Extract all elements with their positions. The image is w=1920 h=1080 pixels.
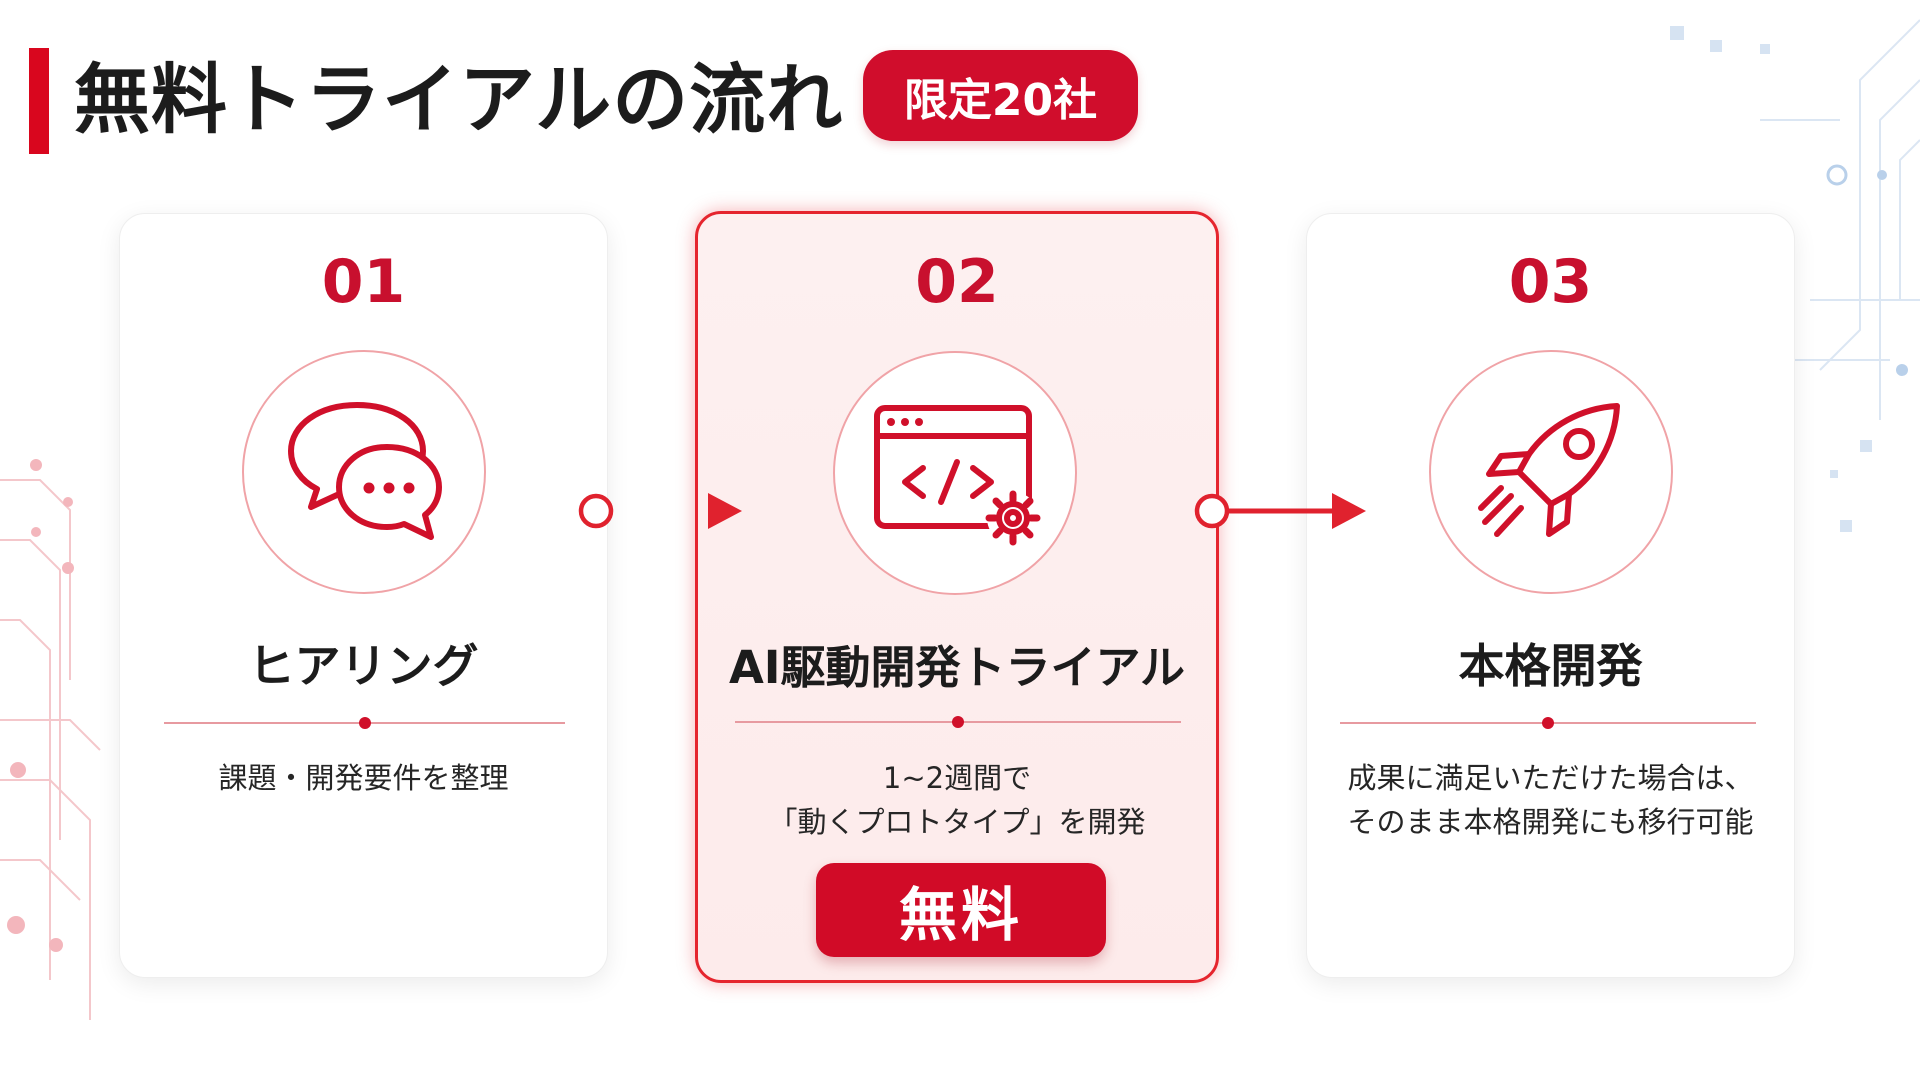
step-description: 課題・開発要件を整理: [120, 756, 607, 800]
step-description-line: 成果に満足いただけた場合は、: [1347, 761, 1754, 795]
title-accent-bar: [29, 48, 49, 154]
page-title: 無料トライアルの流れ: [74, 55, 844, 144]
chat-bubbles-icon: [287, 402, 442, 540]
divider: [1340, 717, 1756, 729]
icon-circle: [241, 350, 486, 594]
circuit-lines-left: [0, 459, 101, 1020]
step-title: 本格開発: [1458, 639, 1643, 693]
divider: [164, 717, 565, 729]
step-number: 03: [1508, 247, 1593, 317]
step-card-hearing: 01 ヒアリング 課題・開発要件を整理: [119, 213, 608, 978]
rocket-icon: [1477, 403, 1620, 537]
step-description-line: 「動くプロトタイプ」を開発: [768, 805, 1146, 839]
divider: [735, 716, 1181, 728]
step-description-line: 1~2週間で: [882, 761, 1032, 795]
step-title: AI駆動開発トライアル: [728, 641, 1186, 694]
step-description: 1~2週間で 「動くプロトタイプ」を開発: [698, 756, 1216, 844]
step-title: ヒアリング: [248, 639, 479, 693]
step-description-line: そのまま本格開発にも移行可能: [1347, 805, 1754, 839]
circuit-lines-right: [1670, 19, 1920, 532]
step-number: 01: [321, 247, 406, 317]
limited-badge: 限定20社: [863, 50, 1138, 141]
step-number: 02: [915, 247, 999, 317]
icon-circle: [1428, 350, 1673, 594]
step-card-full-development: 03 本格開発 成果に満足いただけた場合は、 そのまま本格開発にも移行可能: [1306, 213, 1795, 978]
free-button[interactable]: 無料: [816, 863, 1106, 957]
flow-arrow-2-3: [1194, 493, 1366, 529]
step-description-line: 課題・開発要件を整理: [218, 761, 509, 795]
step-card-ai-trial: 02: [695, 211, 1219, 983]
step-description: 成果に満足いただけた場合は、 そのまま本格開発にも移行可能: [1307, 756, 1794, 844]
code-window-gear-icon: [874, 405, 1041, 546]
icon-circle: [833, 351, 1077, 595]
flow-arrow-1-2: [530, 493, 742, 529]
